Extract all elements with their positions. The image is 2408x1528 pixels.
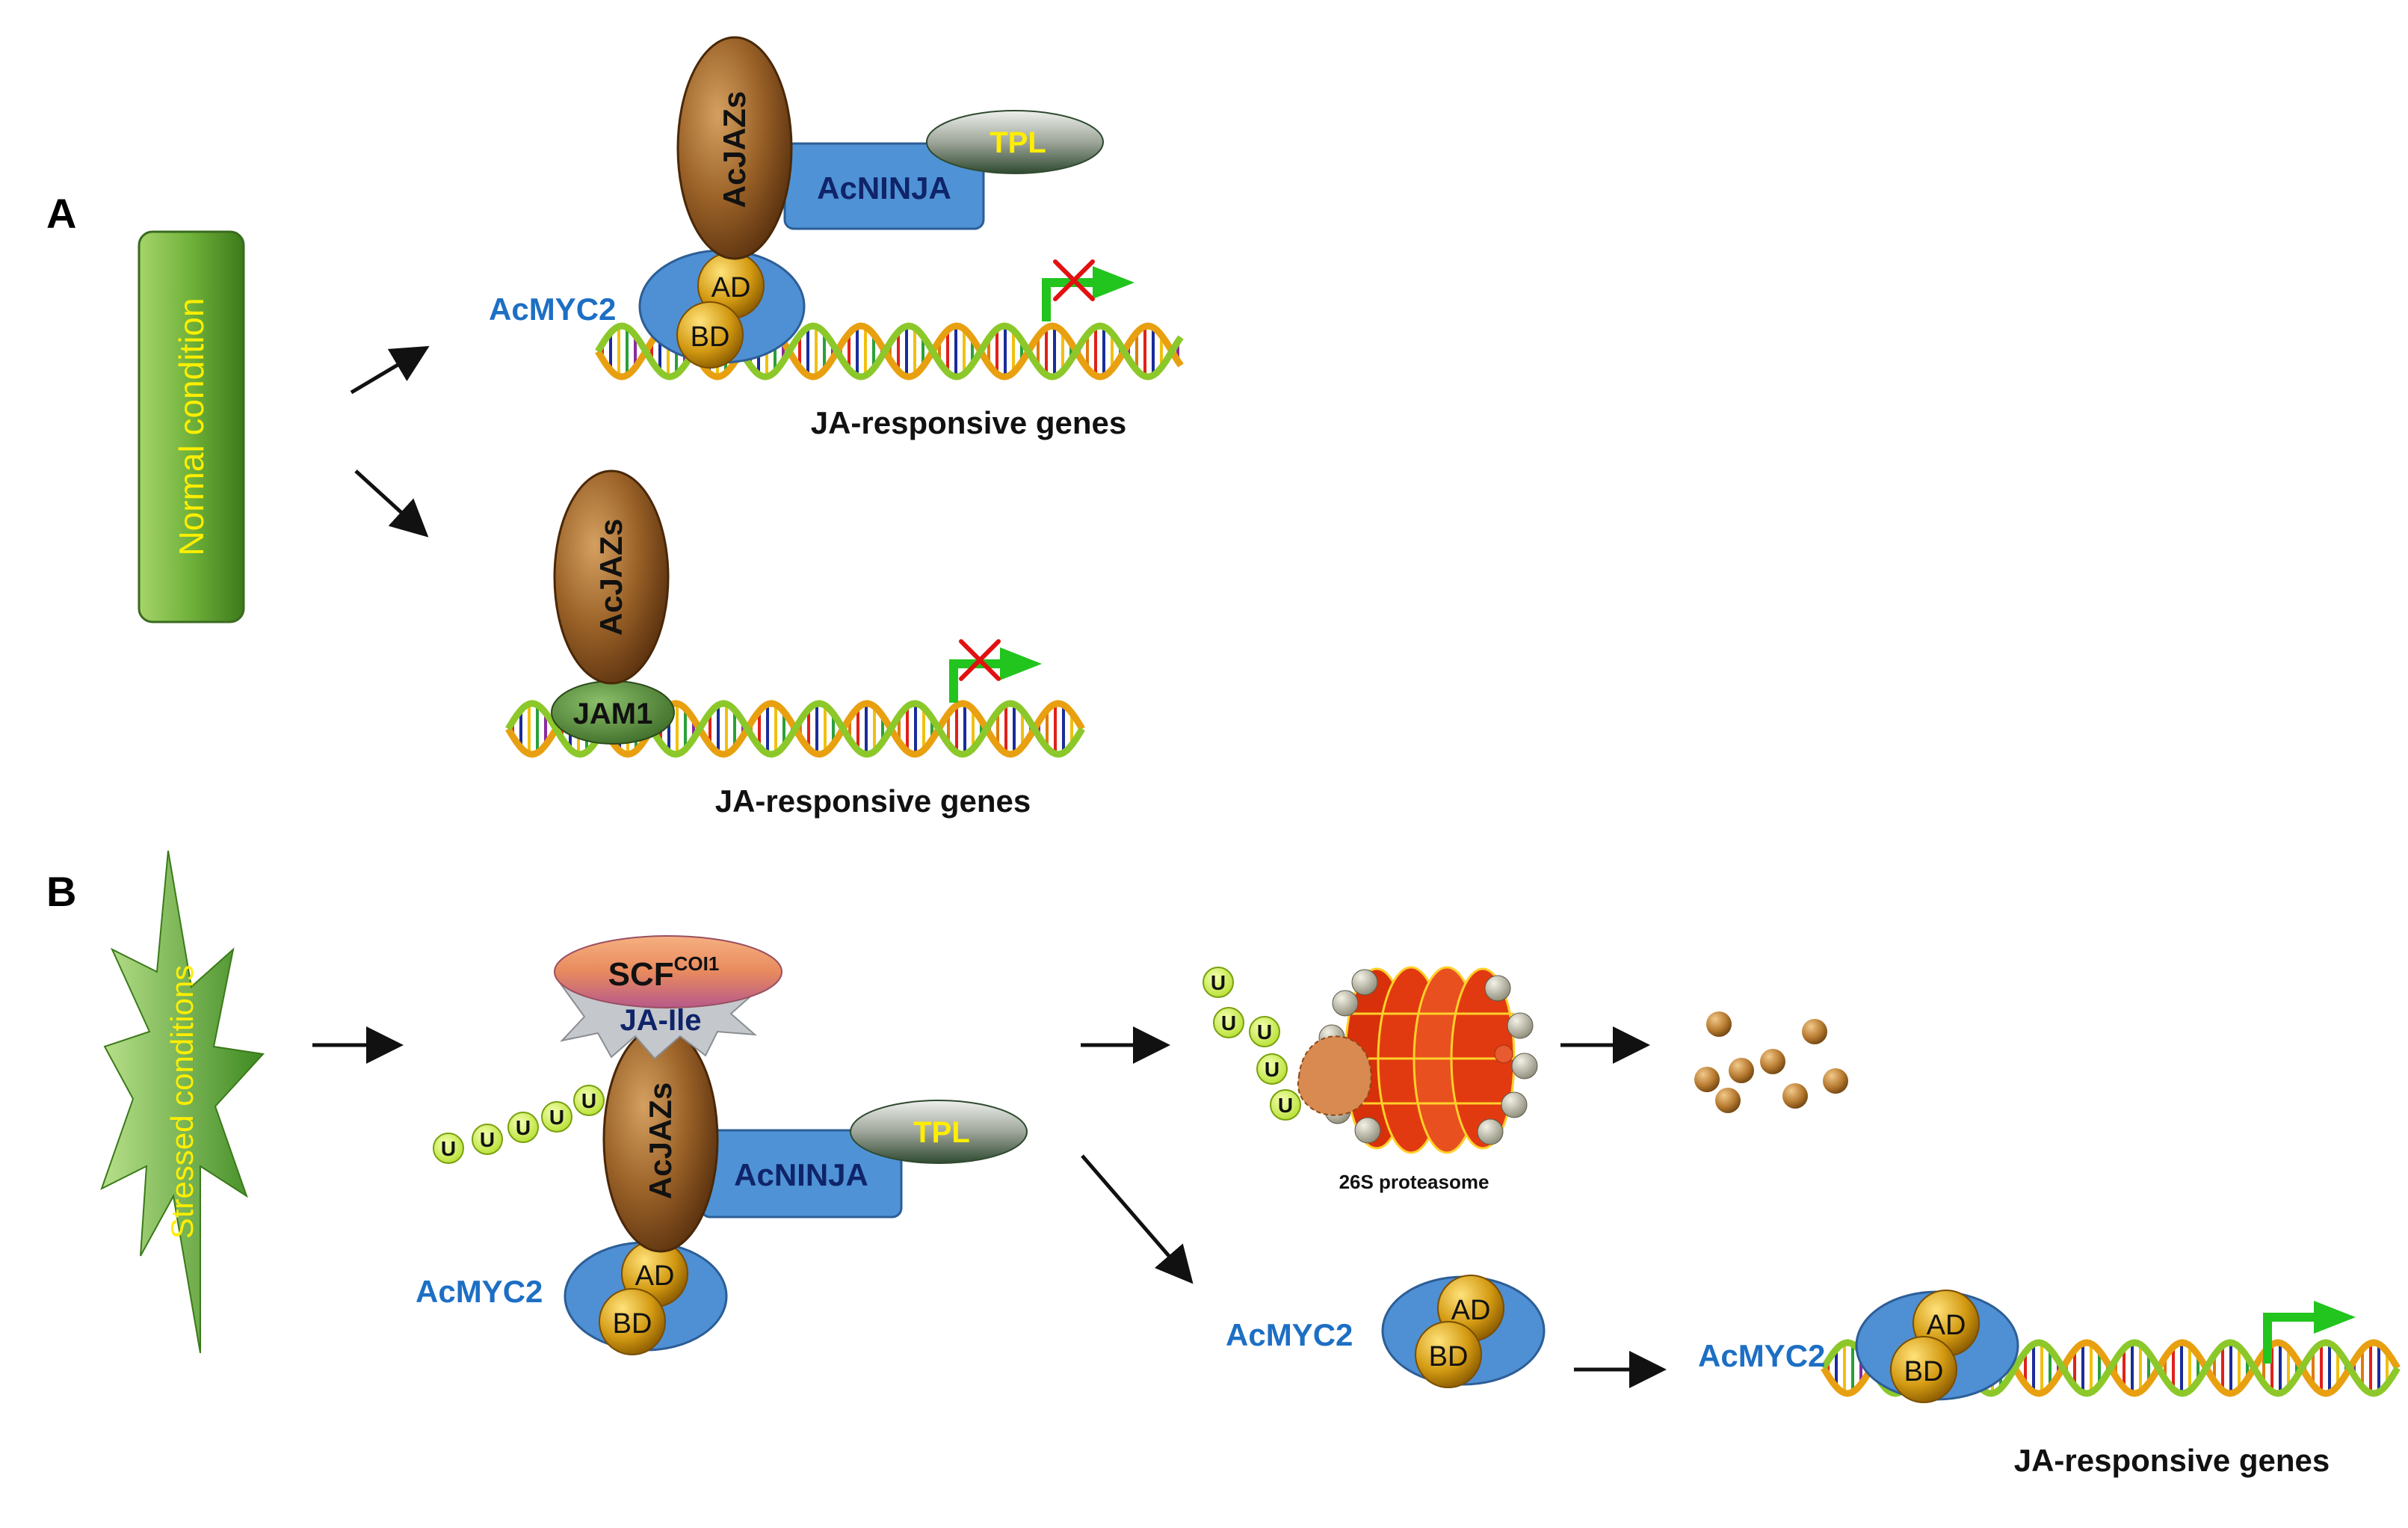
- block-cross-a-bottom: [959, 639, 1001, 681]
- acninja-label-b: AcNINJA: [734, 1157, 868, 1192]
- ad-label-b: AD: [635, 1260, 675, 1292]
- bd-domain-a: [676, 301, 744, 369]
- acmyc2-label-b: AcMYC2: [416, 1274, 543, 1309]
- tss-arrow-a-bottom: [949, 647, 1042, 703]
- stressed-conditions-label: Stressed conditions: [164, 965, 200, 1239]
- tpl-ellipse-b: [850, 1100, 1028, 1164]
- acjazs-ellipse-a-bottom: [553, 469, 670, 685]
- ubiquitin-circle: [472, 1124, 503, 1155]
- ubiquitin-tag: U: [433, 1133, 464, 1164]
- tss-arrow-a-top: [1042, 266, 1134, 321]
- bd-label-b: BD: [613, 1308, 652, 1340]
- ubiquitin-circle: [507, 1112, 539, 1143]
- ubiquitin-circle: [541, 1101, 572, 1133]
- ad-label-a: AD: [711, 272, 751, 304]
- genes-label-a-bottom: JA-responsive genes: [715, 783, 1031, 819]
- bd-label-a: BD: [691, 321, 730, 353]
- bd-label-free: BD: [1429, 1341, 1469, 1373]
- arrow-to-free-myc: [1081, 1154, 1194, 1284]
- acmyc2-label-active: AcMYC2: [1698, 1338, 1825, 1373]
- acjazs-label-a-bottom: AcJAZs: [593, 519, 629, 635]
- genes-label-a-top: JA-responsive genes: [811, 405, 1127, 440]
- tpl-label-b: TPL: [913, 1116, 970, 1149]
- ubiquitin-circle: [1213, 1007, 1244, 1038]
- tss-arrow-b: [2263, 1301, 2356, 1364]
- ubiquitin-circle: [433, 1133, 464, 1164]
- acmyc2-label-free: AcMYC2: [1226, 1317, 1353, 1352]
- ubiquitin-label: U: [581, 1089, 596, 1112]
- bd-label-active: BD: [1904, 1356, 1944, 1387]
- ubiquitin-label: U: [480, 1128, 495, 1151]
- scf-coi1-label: SCFCOI1: [608, 952, 720, 993]
- proteasome-26s: U U U U U 26S proteaso: [1203, 966, 1538, 1193]
- acjazs-ellipse-a-top: [676, 36, 793, 260]
- ubiquitin-circle: [1249, 1016, 1280, 1047]
- degrading-protein: [1297, 1035, 1372, 1116]
- acmyc2-label-a: AcMYC2: [489, 292, 616, 327]
- bd-domain-active: [1890, 1336, 1957, 1403]
- ubiquitin-tag: U: [472, 1124, 503, 1155]
- ubiquitin-tag: U: [1203, 967, 1234, 998]
- acjazs-label-a-top: AcJAZs: [717, 91, 752, 208]
- ubiquitin-circle: [1270, 1089, 1301, 1121]
- proteasome-label: 26S proteasome: [1339, 1171, 1489, 1193]
- panel-a-letter: A: [46, 190, 76, 237]
- bd-domain-free: [1415, 1321, 1482, 1388]
- ubiquitin-tag: U: [541, 1101, 572, 1133]
- ja-ile-label: JA-Ile: [620, 1004, 702, 1037]
- stressed-conditions-star: Stressed conditions: [100, 850, 265, 1354]
- ubiquitin-label: U: [1211, 971, 1226, 994]
- ubiquitin-label: U: [1257, 1020, 1272, 1044]
- ubiquitin-circle: [1256, 1053, 1288, 1085]
- ubiquitin-label: U: [549, 1106, 564, 1129]
- ubiquitin-circle: [1203, 967, 1234, 998]
- ubiquitin-tag: U: [1270, 1089, 1301, 1121]
- genes-label-b: JA-responsive genes: [2014, 1443, 2330, 1478]
- arrow-to-bottom-complex: [354, 469, 429, 537]
- normal-condition-box: Normal condition: [138, 230, 245, 623]
- acninja-label-a: AcNINJA: [817, 170, 951, 206]
- block-cross-a-top: [1053, 259, 1095, 301]
- panel-b-letter: B: [46, 868, 76, 915]
- ubiquitin-tag: U: [507, 1112, 539, 1143]
- tpl-ellipse-a: [926, 110, 1104, 174]
- jam1-label: JAM1: [573, 697, 653, 730]
- normal-condition-label: Normal condition: [172, 298, 211, 555]
- ubiquitin-label: U: [1265, 1058, 1279, 1081]
- acjazs-label-b: AcJAZs: [643, 1082, 678, 1199]
- ubiquitin-circle: [573, 1085, 605, 1116]
- ad-label-free: AD: [1451, 1295, 1491, 1326]
- ad-label-active: AD: [1927, 1310, 1966, 1341]
- arrow-to-top-complex: [350, 345, 430, 395]
- tpl-label-a: TPL: [990, 126, 1046, 159]
- ubiquitin-tag: U: [1256, 1053, 1288, 1085]
- scf-text: SCF: [608, 956, 674, 993]
- ubiquitin-label: U: [516, 1116, 531, 1139]
- bd-domain-b: [599, 1288, 666, 1355]
- ubiquitin-tag: U: [1213, 1007, 1244, 1038]
- scf-coi1-ellipse: [554, 935, 782, 1008]
- ubiquitin-tag: U: [573, 1085, 605, 1116]
- ubiquitin-chain-complex: U U U U U: [433, 1085, 605, 1164]
- ubiquitin-label: U: [441, 1137, 456, 1160]
- ubiquitin-label: U: [1278, 1094, 1293, 1117]
- ubiquitin-tag: U: [1249, 1016, 1280, 1047]
- degraded-peptides: [1694, 1011, 1848, 1113]
- coi1-superscript: COI1: [674, 952, 720, 975]
- ubiquitin-label: U: [1221, 1011, 1236, 1035]
